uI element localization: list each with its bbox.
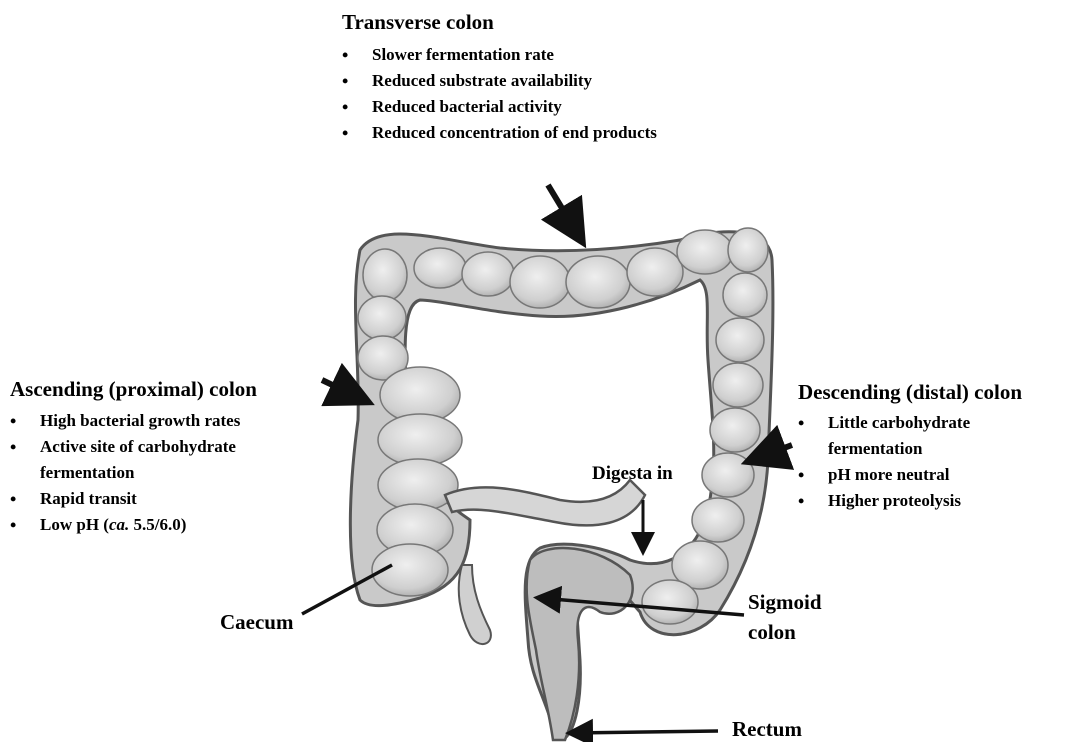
list-item: Little carbohydrate xyxy=(796,410,970,436)
list-item: pH more neutral xyxy=(796,462,970,488)
rectum-label: Rectum xyxy=(732,717,802,742)
sigmoid-label-line2: colon xyxy=(748,620,796,645)
list-item: Higher proteolysis xyxy=(796,488,970,514)
list-item: fermentation xyxy=(796,436,970,462)
list-item: Reduced bacterial activity xyxy=(340,94,657,120)
descending-list: Little carbohydrate fermentation pH more… xyxy=(796,410,970,514)
descending-title: Descending (distal) colon xyxy=(798,380,1022,405)
appendix xyxy=(459,565,491,644)
ascending-title: Ascending (proximal) colon xyxy=(10,377,257,402)
list-item: fermentation xyxy=(8,460,240,486)
list-item: Reduced concentration of end products xyxy=(340,120,657,146)
list-item: Rapid transit xyxy=(8,486,240,512)
abbrev-ca: ca. xyxy=(109,515,129,534)
ascending-list: High bacterial growth rates Active site … xyxy=(8,408,240,538)
transverse-list: Slower fermentation rate Reduced substra… xyxy=(340,42,657,146)
caecum-label: Caecum xyxy=(220,610,293,635)
list-item: Slower fermentation rate xyxy=(340,42,657,68)
list-item: Active site of carbohydrate xyxy=(8,434,240,460)
ileum xyxy=(445,480,645,525)
transverse-title: Transverse colon xyxy=(342,10,494,35)
list-item: Low pH (ca. 5.5/6.0) xyxy=(8,512,240,538)
list-item: Reduced substrate availability xyxy=(340,68,657,94)
list-item: High bacterial growth rates xyxy=(8,408,240,434)
digesta-label: Digesta in xyxy=(592,463,673,485)
sigmoid-label-line1: Sigmoid xyxy=(748,590,822,615)
rectum-arrow xyxy=(572,731,718,733)
transverse-arrow xyxy=(548,185,580,238)
